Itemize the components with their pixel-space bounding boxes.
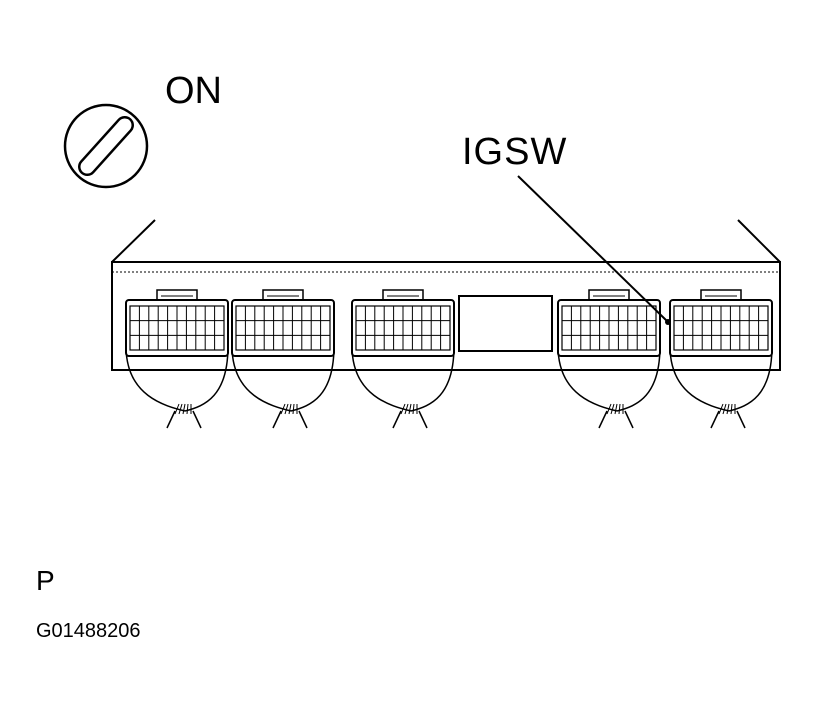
connector-4	[557, 289, 661, 429]
igsw-leader-line	[517, 175, 669, 323]
switch-position-label: ON	[165, 70, 222, 112]
figure-code: G01488206	[36, 620, 141, 642]
igsw-terminal-label: IGSW	[462, 131, 568, 173]
connector-3	[351, 289, 455, 429]
connector-2	[231, 289, 335, 429]
igsw-terminal-dot	[665, 319, 671, 325]
connector-1	[125, 289, 229, 429]
ignition-key-icon	[63, 103, 149, 189]
connector-side-label: P	[36, 565, 55, 596]
ecu-body	[111, 219, 781, 371]
connector-5	[669, 289, 773, 429]
connector-group	[125, 289, 773, 429]
